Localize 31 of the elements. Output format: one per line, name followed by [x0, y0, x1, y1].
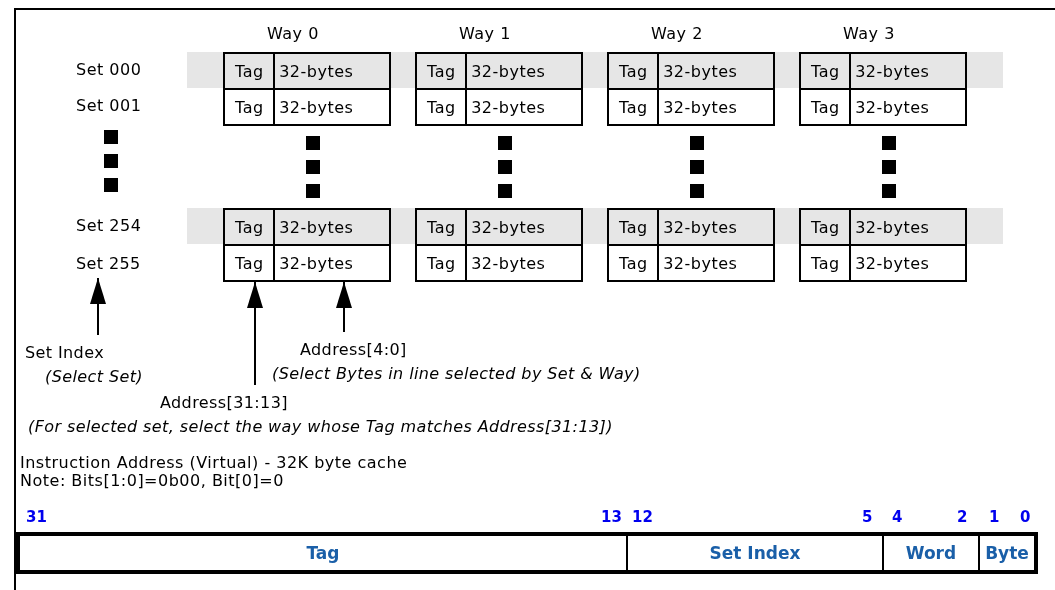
- annotation-title: Address[4:0]: [300, 339, 408, 361]
- bit-number: 4: [892, 508, 903, 526]
- row-label: Set 001: [76, 96, 142, 115]
- bit-field: Word: [882, 536, 978, 570]
- bit-field: Set Index: [626, 536, 882, 570]
- bit-number: 1: [989, 508, 1000, 526]
- bit-number: 12: [632, 508, 653, 526]
- bit-number: 0: [1020, 508, 1031, 526]
- arrow: [247, 281, 263, 386]
- bit-number: 2: [957, 508, 968, 526]
- bit-field: Tag: [20, 536, 626, 570]
- column-heading: Way 1: [459, 24, 511, 43]
- annotation-note: (Select Set): [45, 366, 143, 388]
- note-text: Note: Bits[1:0]=0b00, Bit[0]=0: [20, 471, 284, 490]
- bit-field: Byte: [978, 536, 1034, 570]
- arrow: [336, 281, 352, 333]
- annotation-note: (Select Bytes in line selected by Set & Way): [272, 363, 641, 385]
- column-heading: Way 0: [267, 24, 319, 43]
- bit-number: 5: [862, 508, 873, 526]
- row-label: Set 000: [76, 60, 142, 79]
- annotation-title: Set Index: [25, 342, 105, 364]
- note-text: Instruction Address (Virtual) - 32K byte cache: [20, 453, 408, 472]
- annotation-title: Address[31:13]: [160, 392, 289, 414]
- annotation-title: Set 255: [76, 253, 141, 275]
- annotation-note: (For selected set, select the way whose Tag matches Address[31:13]): [28, 416, 613, 438]
- bit-number: 13: [601, 508, 622, 526]
- row-label: Set 254: [76, 216, 142, 235]
- column-heading: Way 3: [843, 24, 895, 43]
- arrow: [90, 277, 106, 336]
- column-heading: Way 2: [651, 24, 703, 43]
- bit-number: 31: [26, 508, 47, 526]
